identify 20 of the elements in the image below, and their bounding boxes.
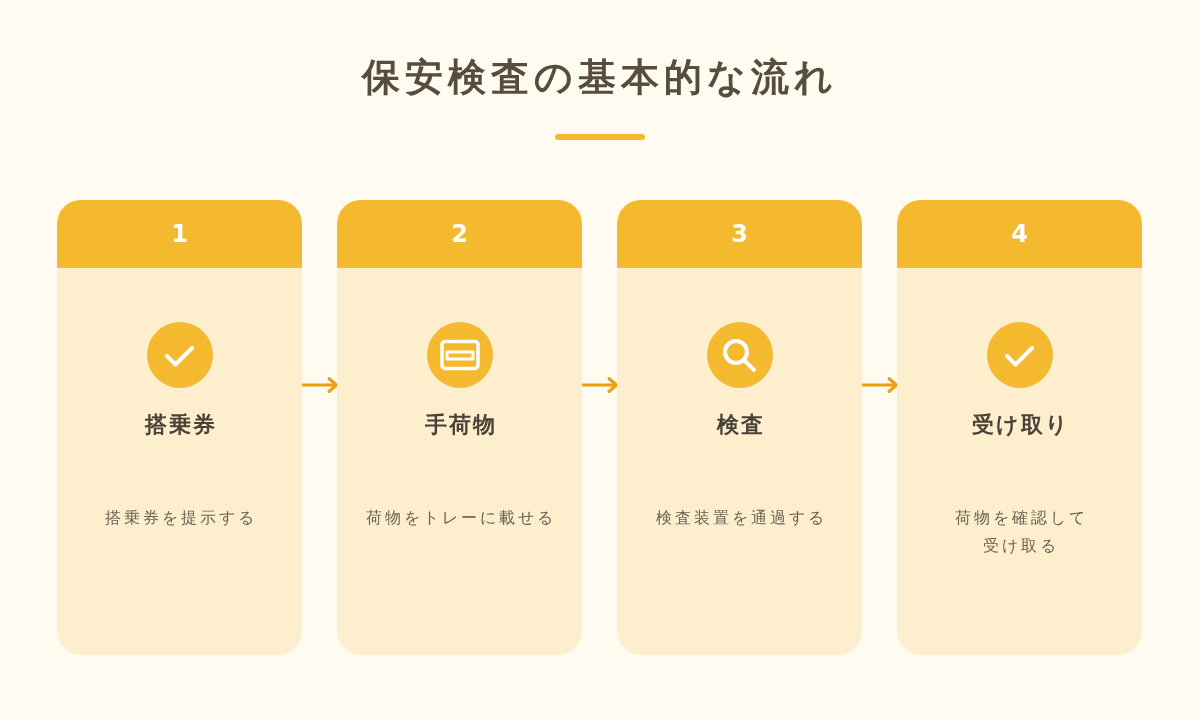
step-description: 検査装置を通過する bbox=[655, 507, 827, 529]
step-description: 荷物をトレーに載せる bbox=[366, 507, 556, 529]
step-card bbox=[617, 200, 862, 655]
step-title: 検査 bbox=[716, 411, 765, 439]
arrow bbox=[861, 377, 898, 393]
step-number: 2 bbox=[451, 219, 468, 249]
step-card bbox=[897, 200, 1142, 655]
step-title: 搭乗券 bbox=[144, 411, 217, 439]
step-number: 1 bbox=[171, 219, 188, 249]
arrow bbox=[301, 377, 338, 393]
step-title: 手荷物 bbox=[424, 411, 497, 439]
step-number: 3 bbox=[731, 219, 748, 249]
step-card bbox=[337, 200, 582, 655]
step-description: 荷物を確認して受け取る bbox=[953, 507, 1089, 557]
step-card bbox=[57, 200, 302, 655]
step-description: 搭乗券を提示する bbox=[105, 507, 257, 529]
step-number: 4 bbox=[1011, 219, 1028, 249]
step-title: 受け取り bbox=[971, 411, 1070, 439]
title: 保安検査の基本的な流れ bbox=[362, 54, 838, 101]
arrow bbox=[581, 377, 618, 393]
